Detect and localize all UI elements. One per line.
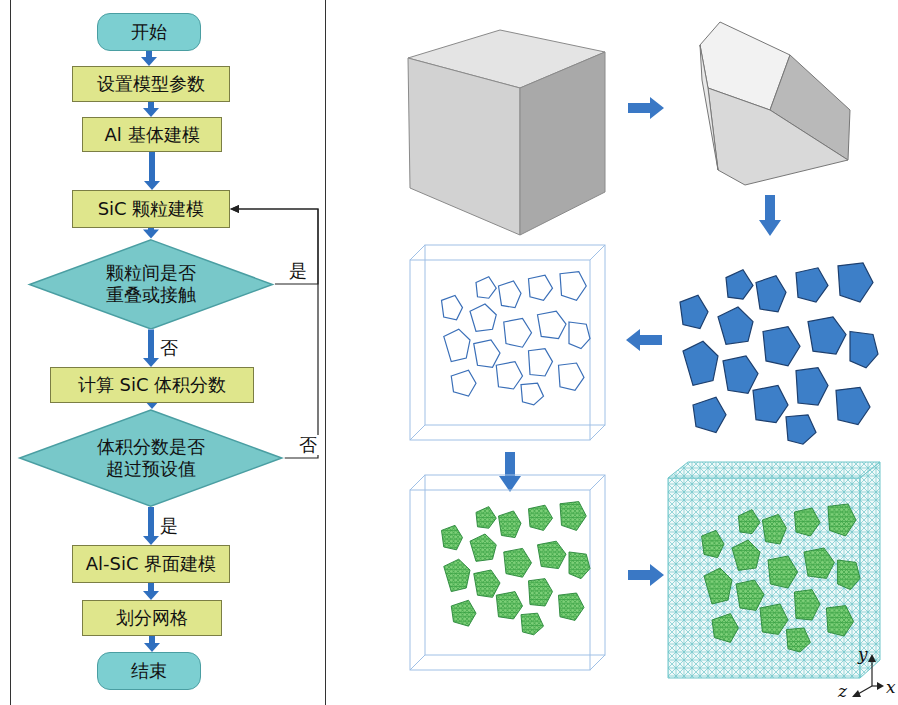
axis-label: x	[886, 679, 896, 696]
node-text: 结束	[131, 660, 167, 682]
connector	[144, 636, 160, 652]
process-box: Al-SiC 界面建模	[72, 545, 230, 583]
terminal-box: 结束	[97, 652, 201, 690]
text-group: 计算 SiC 体积分数	[78, 374, 226, 396]
node-text: 划分网格	[116, 607, 188, 629]
connector	[143, 102, 159, 117]
node-text: 计算 SiC 体积分数	[78, 374, 226, 396]
text-group: SiC 颗粒建模	[98, 198, 205, 220]
text-group: 体积分数是否 超过预设值	[94, 436, 207, 479]
connector	[143, 329, 159, 367]
text-group: Al-SiC 界面建模	[86, 553, 217, 575]
process-box: 设置模型参数	[72, 66, 230, 102]
text-group: Al 基体建模	[104, 124, 199, 146]
edge-label: 否	[297, 435, 319, 455]
axis-label: z	[838, 683, 847, 700]
terminal-box: 开始	[97, 13, 201, 51]
node-text: Al 基体建模	[104, 124, 199, 146]
node-text: 开始	[131, 21, 167, 43]
axis-label: y	[858, 646, 868, 663]
connector	[230, 205, 318, 284]
node-text: Al-SiC 界面建模	[86, 553, 217, 575]
node-text: 体积分数是否 超过预设值	[94, 436, 207, 479]
text-group: 颗粒间是否 重叠或接触	[103, 262, 198, 305]
node-text: SiC 颗粒建模	[98, 198, 205, 220]
text-group: 开始	[131, 21, 167, 43]
node-text: 颗粒间是否 重叠或接触	[103, 262, 198, 305]
process-box: SiC 颗粒建模	[72, 190, 230, 228]
process-box: 计算 SiC 体积分数	[50, 367, 254, 403]
connector	[144, 152, 160, 190]
text-group: 结束	[131, 660, 167, 682]
decision-diamond: 颗粒间是否 重叠或接触	[27, 239, 275, 330]
connector	[143, 583, 159, 600]
process-box: 划分网格	[82, 600, 222, 636]
process-box: Al 基体建模	[82, 117, 222, 152]
edge-label: 是	[287, 261, 309, 281]
connector	[143, 228, 159, 239]
text-group: 设置模型参数	[97, 73, 205, 95]
edge-label: 是	[158, 516, 180, 536]
decision-diamond: 体积分数是否 超过预设值	[17, 409, 284, 507]
connector	[143, 507, 159, 545]
text-group: 划分网格	[116, 607, 188, 629]
connector	[230, 205, 318, 458]
connector	[141, 51, 157, 66]
edge-label: 否	[158, 338, 180, 358]
node-text: 设置模型参数	[97, 73, 205, 95]
